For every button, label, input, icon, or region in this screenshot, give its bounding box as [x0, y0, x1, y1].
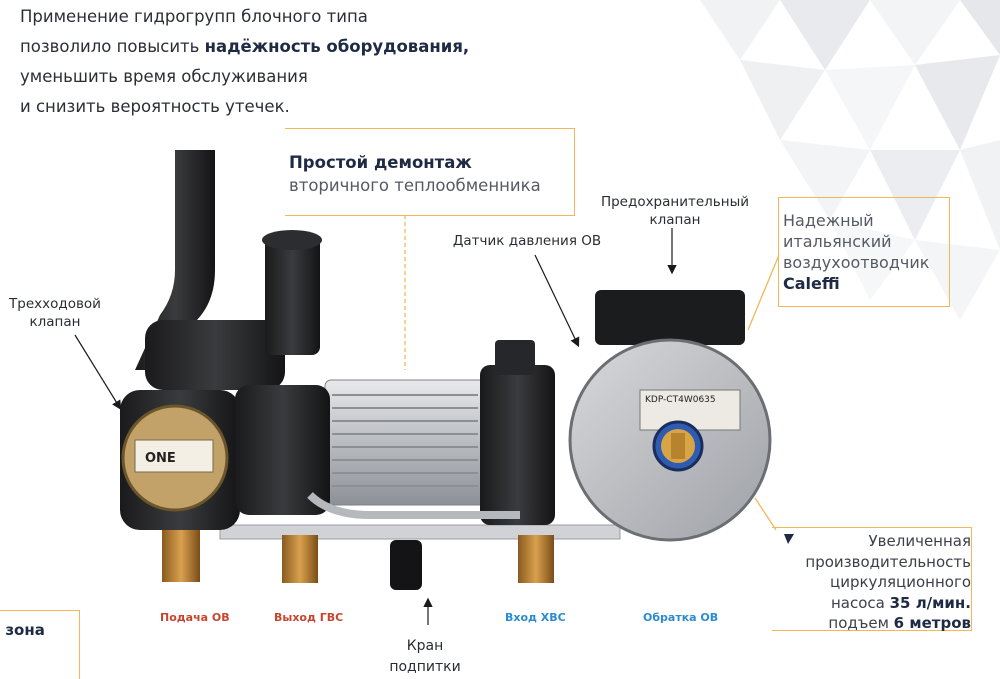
label-three-way-valve-line2: клапан: [29, 314, 81, 330]
port-heating-supply: Подача ОВ: [160, 611, 230, 624]
callout-easy-dismantling: Простой демонтаж вторичного теплообменни…: [285, 128, 575, 216]
callout-caleffi-line1: Надежный: [783, 211, 874, 230]
intro-bold-reliability: надёжность: [204, 37, 321, 56]
intro-line-3: уменьшить время обслуживания: [20, 67, 308, 86]
port-dhw-outlet: Выход ГВС: [274, 611, 344, 624]
callout-pump-flow-value: 35 л/мин.: [889, 593, 971, 612]
hydro-group-illustration: ONE KDP-CT4W0635: [120, 150, 772, 590]
intro-line-2-text: позволило повысить: [20, 37, 205, 56]
callout-pump-line3: циркуляционного: [829, 573, 971, 591]
pump-model-text: KDP-CT4W0635: [645, 395, 716, 405]
valve-brand-text: ONE: [145, 451, 176, 466]
intro-paragraph: Применение гидрогрупп блочного типа позв…: [20, 2, 469, 122]
port-cold-water-inlet: Вход ХВС: [505, 611, 566, 624]
callout-zone-partial: а зона: [0, 610, 80, 679]
callout-caleffi-line3: воздухоотводчик: [783, 253, 930, 272]
label-safety-valve-line1: Предохранительный: [600, 194, 750, 210]
callout-caleffi-brand: Caleffi: [783, 274, 840, 293]
intro-line-2: позволило повысить надёжность оборудован…: [20, 32, 469, 62]
label-feed-tap-line1: Кран: [406, 638, 444, 654]
callout-easy-dismantling-title: Простой демонтаж: [289, 153, 472, 172]
callout-caleffi: Надежный итальянский воздухоотводчик Cal…: [778, 197, 950, 307]
intro-line-1: Применение гидрогрупп блочного типа: [20, 7, 368, 26]
callout-pump-line4: насоса 35 л/мин.: [786, 593, 971, 614]
callout-pump-line5: подъем 6 метров: [786, 613, 971, 634]
port-heating-return: Обратка ОВ: [643, 611, 719, 624]
callout-zone-text: а зона: [0, 621, 45, 639]
label-safety-valve: Предохранительный клапан: [590, 193, 760, 229]
intro-bold-equipment: оборудования,: [320, 37, 470, 56]
label-feed-tap-line2: подпитки: [389, 659, 461, 675]
callout-pump-line2: производительность: [805, 552, 971, 571]
callout-pump-head-value: 6 метров: [893, 614, 971, 632]
callout-pump-head-label: подъем: [828, 614, 894, 632]
intro-line-4: и снизить вероятность утечек.: [20, 97, 290, 116]
label-safety-valve-line2: клапан: [649, 212, 701, 228]
flag-icon: [784, 534, 794, 544]
label-feed-tap: Кран подпитки: [375, 636, 475, 678]
label-pressure-sensor: Датчик давления ОВ: [452, 233, 602, 249]
callout-pump-flow-label: насоса: [830, 593, 890, 612]
background-triangles: [700, 0, 1000, 320]
label-three-way-valve-line1: Трехходовой: [9, 296, 101, 312]
label-three-way-valve: Трехходовой клапан: [5, 295, 105, 331]
callout-pump-performance: Увеличенная производительность циркуляци…: [772, 527, 972, 634]
callout-caleffi-line2: итальянский: [783, 232, 892, 251]
callout-pump-line1: Увеличенная: [868, 532, 971, 550]
callout-easy-dismantling-subtitle: вторичного теплообменника: [289, 176, 541, 195]
